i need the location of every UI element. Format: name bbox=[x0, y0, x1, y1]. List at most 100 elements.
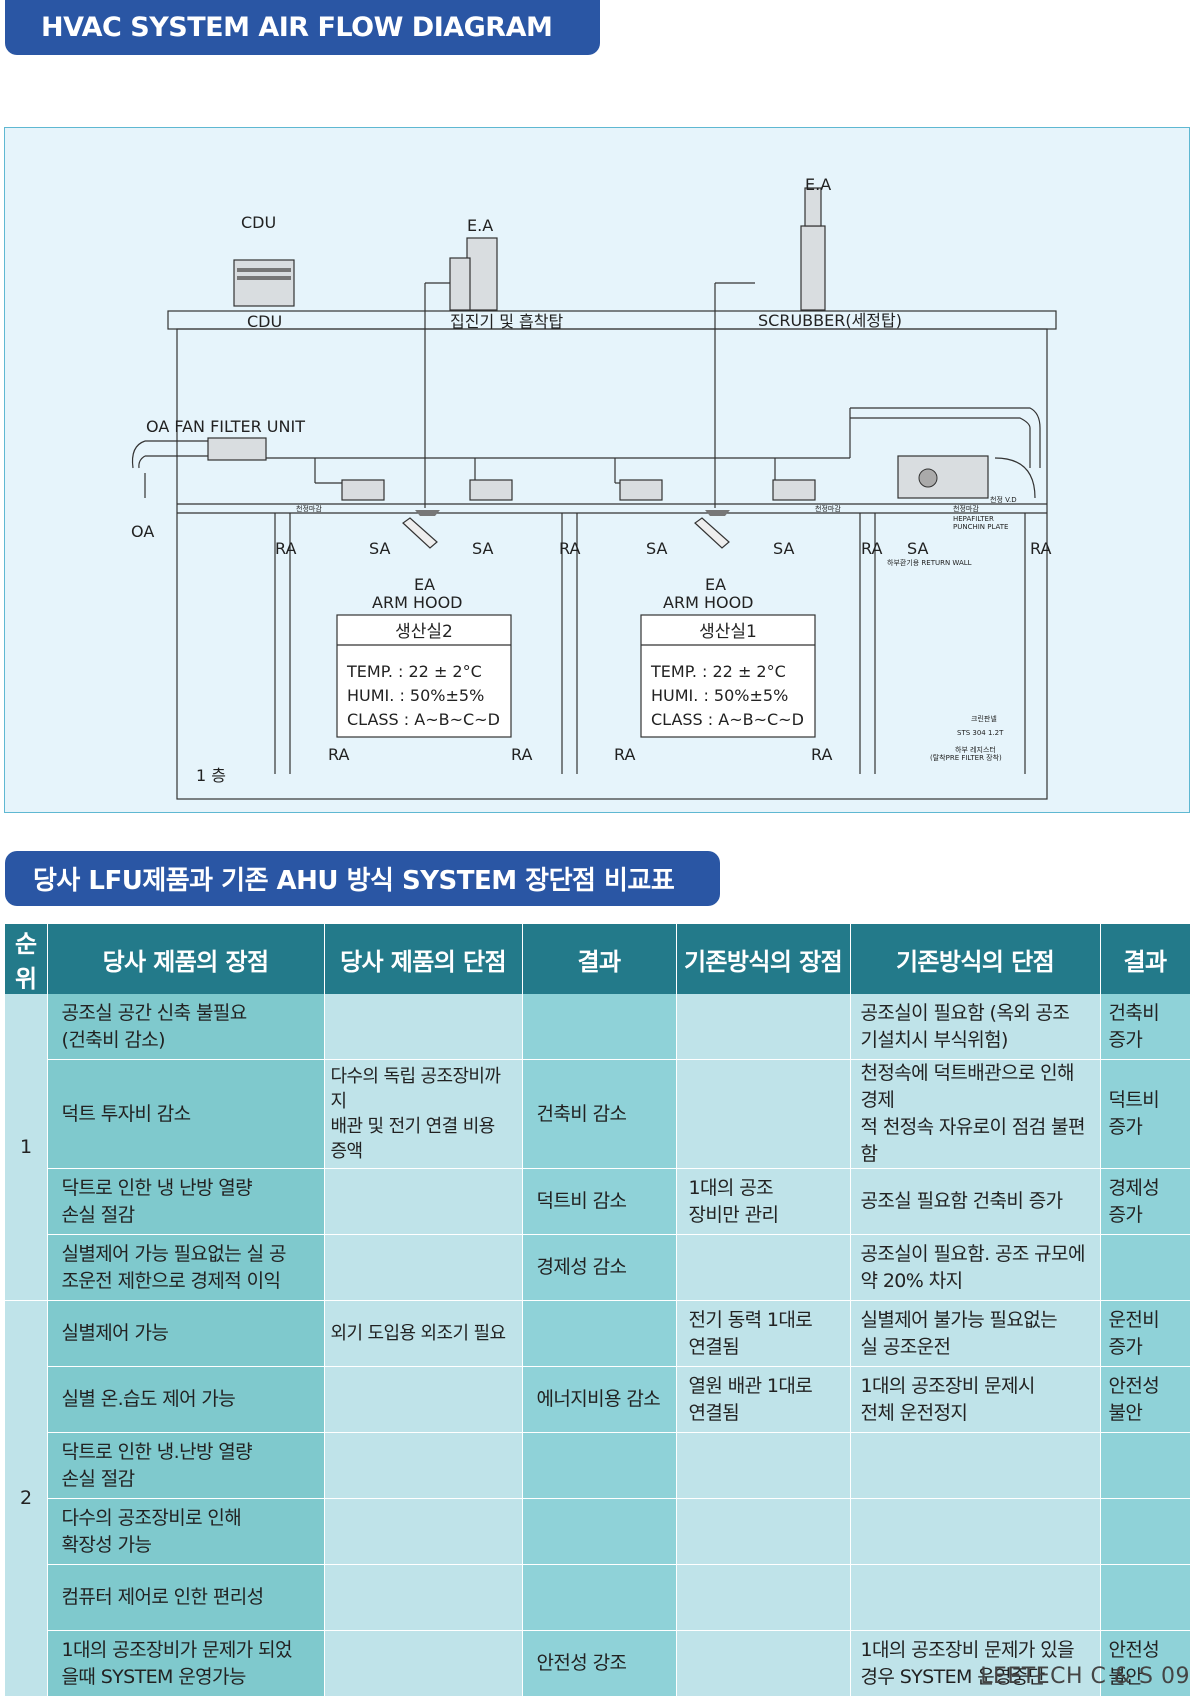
our-result-cell: 덕트비 감소 bbox=[522, 1168, 677, 1235]
room1-temp: TEMP. : 22 ± 2°C bbox=[650, 662, 786, 681]
old-result-cell: 안전성 불안 bbox=[1100, 1630, 1191, 1697]
lfu-unit-4 bbox=[772, 479, 816, 501]
our-advantage-cell: 실별제어 가능 bbox=[47, 1300, 325, 1367]
our-disadvantage-cell bbox=[324, 994, 523, 1060]
our-result-cell: 안전성 강조 bbox=[522, 1630, 677, 1697]
diagram-title: HVAC SYSTEM AIR FLOW DIAGRAM bbox=[41, 12, 553, 43]
old-result-cell: 경제성 증가 bbox=[1100, 1168, 1191, 1235]
our-result-cell bbox=[522, 994, 677, 1060]
our-advantage-cell: 1대의 공조장비가 문제가 되었 을때 SYSTEM 운영가능 bbox=[47, 1630, 325, 1697]
cdu-grille-2 bbox=[237, 276, 291, 280]
table-row: 컴퓨터 제어로 인한 편리성 bbox=[5, 1564, 1191, 1631]
ceiling-finish-note: 천정마감 bbox=[815, 504, 841, 513]
old-advantage-cell bbox=[676, 994, 851, 1060]
header-old-result: 결과 bbox=[1100, 924, 1191, 994]
lfu-unit-2 bbox=[469, 479, 513, 501]
old-disadvantage-cell: 공조실이 필요함. 공조 규모에 약 20% 차지 bbox=[850, 1234, 1101, 1301]
table-row: 실별 온.습도 제어 가능 에너지비용 감소 열원 배관 1대로 연결됨 1대의… bbox=[5, 1366, 1191, 1433]
our-advantage-cell: 닥트로 인한 냉.난방 열량 손실 절감 bbox=[47, 1432, 325, 1499]
old-advantage-cell: 1대의 공조 장비만 관리 bbox=[676, 1168, 851, 1235]
ahu-fan bbox=[918, 468, 938, 488]
building-outline bbox=[176, 328, 1048, 800]
room1-humi: HUMI. : 50%±5% bbox=[651, 686, 788, 705]
old-advantage-cell bbox=[676, 1432, 851, 1499]
old-advantage-cell bbox=[676, 1564, 851, 1631]
our-advantage-cell: 실별 온.습도 제어 가능 bbox=[47, 1366, 325, 1433]
table-row: 2 실별제어 가능 외기 도입용 외조기 필요 전기 동력 1대로 연결됨 실별… bbox=[5, 1300, 1191, 1697]
ahu-duct-top-2 bbox=[850, 417, 1031, 468]
our-result-cell bbox=[522, 1498, 677, 1565]
ra-label: RA bbox=[328, 745, 349, 764]
old-disadvantage-cell: 1대의 공조장비 문제시 전체 운전정지 bbox=[850, 1366, 1101, 1433]
old-advantage-cell bbox=[676, 1630, 851, 1697]
sts-note: STS 304 1.2T bbox=[957, 729, 1004, 737]
lower-register-note: 하부 레지스터 bbox=[955, 745, 996, 754]
old-result-cell: 안전성 불안 bbox=[1100, 1366, 1191, 1433]
pre-filter-note: (탈착PRE FILTER 장착) bbox=[930, 753, 1002, 762]
header-old-disadvantages: 기존방식의 단점 bbox=[850, 924, 1101, 994]
old-disadvantage-cell bbox=[850, 1432, 1101, 1499]
our-advantage-cell: 공조실 공간 신축 불필요 (건축비 감소) bbox=[47, 994, 325, 1060]
ra-label: RA bbox=[1030, 539, 1051, 558]
our-result-cell: 경제성 감소 bbox=[522, 1234, 677, 1301]
old-disadvantage-cell: 공조실이 필요함 (옥외 공조 기설치시 부식위험) bbox=[850, 994, 1101, 1060]
our-disadvantage-cell bbox=[324, 1168, 523, 1235]
sa-label: SA bbox=[907, 539, 928, 558]
adsorption-tower bbox=[449, 257, 471, 311]
our-disadvantage-cell bbox=[324, 1564, 523, 1631]
comparison-table: 순위 당사 제품의 장점 당사 제품의 단점 결과 기존방식의 장점 기존방식의… bbox=[5, 924, 1191, 1697]
our-result-cell: 에너지비용 감소 bbox=[522, 1366, 677, 1433]
old-result-cell bbox=[1100, 1564, 1191, 1631]
our-disadvantage-cell bbox=[324, 1630, 523, 1697]
table-row: 실별제어 가능 필요없는 실 공 조운전 제한으로 경제적 이익 경제성 감소 … bbox=[5, 1234, 1191, 1301]
lfu-unit-3 bbox=[619, 479, 663, 501]
header-our-result: 결과 bbox=[522, 924, 677, 994]
dust-collector-label: 집진기 및 흡착탑 bbox=[450, 312, 563, 331]
our-disadvantage-cell bbox=[324, 1234, 523, 1301]
table-header-row: 순위 당사 제품의 장점 당사 제품의 단점 결과 기존방식의 장점 기존방식의… bbox=[5, 924, 1191, 994]
our-advantage-cell: 다수의 공조장비로 인해 확장성 가능 bbox=[47, 1498, 325, 1565]
ea-label-right: E.A bbox=[805, 175, 831, 194]
our-disadvantage-cell bbox=[324, 1498, 523, 1565]
ea-label: EA bbox=[414, 575, 435, 594]
room1-name: 생산실1 bbox=[699, 622, 757, 642]
old-advantage-cell: 전기 동력 1대로 연결됨 bbox=[676, 1300, 851, 1367]
cdu-label: CDU bbox=[247, 312, 282, 331]
old-disadvantage-cell: 1대의 공조장비 문제가 있을 경우 SYSTEM 운영중단 bbox=[850, 1630, 1101, 1697]
oa-elbow bbox=[131, 440, 146, 469]
hood-mouth-right bbox=[705, 510, 730, 516]
our-disadvantage-cell bbox=[324, 1366, 523, 1433]
old-advantage-cell bbox=[676, 1498, 851, 1565]
oa-label: OA bbox=[131, 522, 154, 541]
old-disadvantage-cell: 공조실 필요함 건축비 증가 bbox=[850, 1168, 1101, 1235]
ra-label: RA bbox=[511, 745, 532, 764]
table-title: 당사 LFU제품과 기존 AHU 방식 SYSTEM 장단점 비교표 bbox=[33, 866, 675, 896]
ceiling-finish-note: 천정마감 bbox=[953, 504, 979, 513]
scrubber-stack bbox=[804, 187, 822, 227]
arm-hood-left bbox=[402, 517, 438, 549]
our-disadvantage-cell bbox=[324, 1432, 523, 1499]
our-disadvantage-cell: 다수의 독립 공조장비까지 배관 및 전기 연결 비용 증액 bbox=[324, 1059, 523, 1169]
table-row: 닥트로 인한 냉 난방 열량 손실 절감 덕트비 감소 1대의 공조 장비만 관… bbox=[5, 1168, 1191, 1235]
header-our-advantages: 당사 제품의 장점 bbox=[47, 924, 325, 994]
our-result-cell bbox=[522, 1432, 677, 1499]
our-result-cell: 건축비 감소 bbox=[522, 1059, 677, 1169]
table-title-banner: 당사 LFU제품과 기존 AHU 방식 SYSTEM 장단점 비교표 bbox=[5, 851, 720, 906]
sa-label: SA bbox=[773, 539, 794, 558]
table-row: 다수의 공조장비로 인해 확장성 가능 bbox=[5, 1498, 1191, 1565]
old-advantage-cell bbox=[676, 1234, 851, 1301]
roof-slab bbox=[167, 310, 1057, 330]
ea-label: EA bbox=[705, 575, 726, 594]
old-advantage-cell bbox=[676, 1059, 851, 1169]
old-disadvantage-cell: 실별제어 불가능 필요없는 실 공조운전 bbox=[850, 1300, 1101, 1367]
sa-label: SA bbox=[646, 539, 667, 558]
rank-cell: 1 bbox=[5, 994, 48, 1301]
our-result-cell bbox=[522, 1564, 677, 1631]
table-row: 1대의 공조장비가 문제가 되었 을때 SYSTEM 운영가능 안전성 강조 1… bbox=[5, 1630, 1191, 1697]
header-our-disadvantages: 당사 제품의 단점 bbox=[324, 924, 523, 994]
oa-ffu-unit bbox=[207, 437, 267, 461]
our-advantage-cell: 덕트 투자비 감소 bbox=[47, 1059, 325, 1169]
cdu-grille bbox=[237, 268, 291, 272]
hood-mouth-left bbox=[415, 510, 440, 516]
old-result-cell: 덕트비 증가 bbox=[1100, 1059, 1191, 1169]
